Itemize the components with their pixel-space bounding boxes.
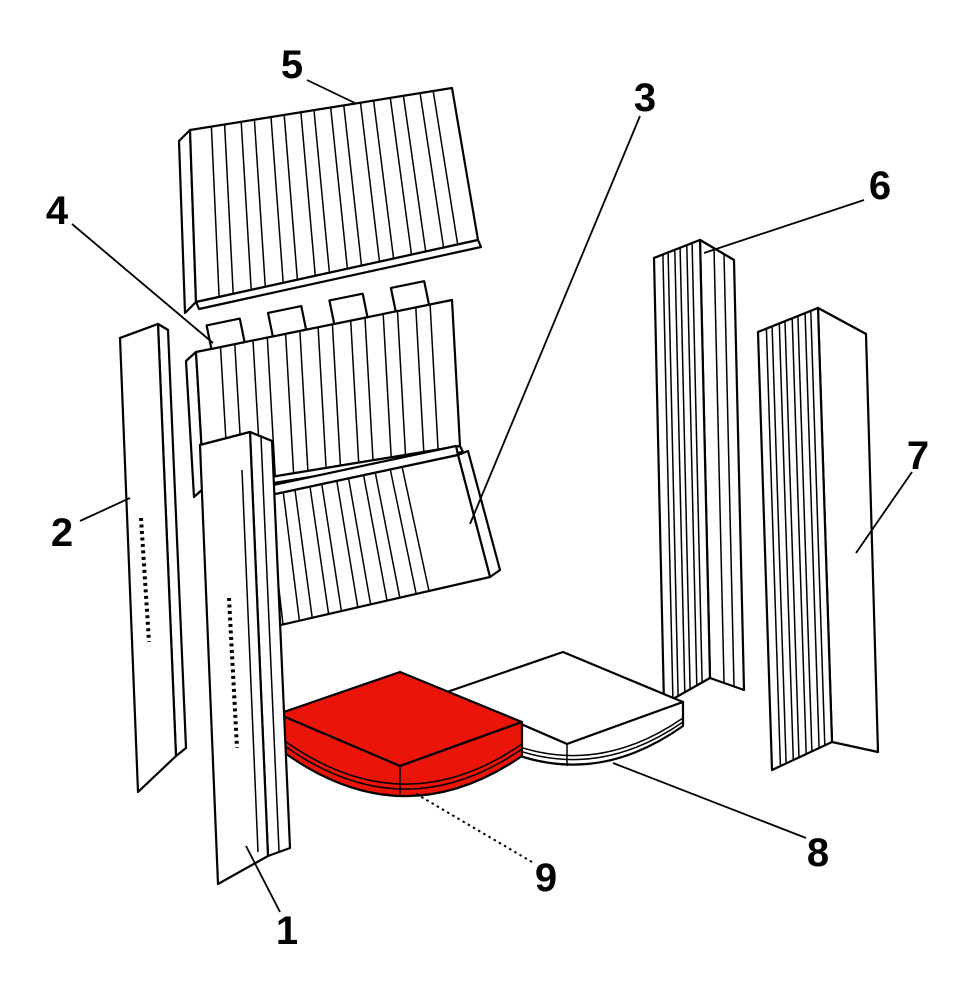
panel-face — [756, 306, 834, 772]
rib-line — [282, 492, 301, 621]
rib-line — [389, 97, 413, 255]
leader-line-8 — [612, 762, 807, 839]
panel-ribs — [210, 90, 459, 297]
part-7-ribbed-column — [756, 306, 880, 772]
rib-line — [765, 328, 782, 767]
rib-line — [679, 247, 691, 690]
part-label-2: 2 — [51, 511, 73, 555]
panel-tab — [205, 317, 246, 350]
leader-line-2 — [79, 497, 131, 522]
part-label-5: 5 — [281, 43, 303, 87]
panel-tab — [266, 305, 308, 338]
rib-line — [797, 315, 813, 752]
rib-line — [432, 90, 459, 245]
leader-line-1 — [245, 845, 281, 913]
part-6-ribbed-column — [652, 238, 746, 706]
rib-line — [299, 330, 309, 472]
rib-line — [284, 333, 295, 474]
part-5-ribbed-panel — [177, 86, 483, 315]
part-2-side-panel — [118, 322, 188, 794]
rib-line — [686, 245, 698, 686]
leader-line-7 — [855, 471, 913, 554]
leader-line-9 — [412, 791, 533, 863]
panel-ribs — [662, 243, 703, 700]
leader-line-4 — [71, 223, 214, 344]
rib-line — [429, 304, 439, 450]
leader-lines — [71, 79, 913, 913]
rib-line — [321, 483, 343, 612]
rib-line — [336, 480, 359, 608]
panel-bottom-face — [194, 238, 483, 311]
part-label-7: 7 — [907, 434, 929, 478]
rib-line — [343, 105, 363, 266]
part-9-bottom-plate-highlighted — [276, 670, 524, 798]
part-label-6: 6 — [869, 164, 891, 208]
rib-line — [791, 318, 807, 755]
rib-line — [372, 100, 395, 259]
rib-line — [210, 126, 220, 297]
rib-line — [674, 249, 686, 693]
rib-line — [401, 466, 430, 592]
panel-face — [652, 238, 712, 706]
embossed-marking — [139, 517, 151, 643]
panel-ribs — [765, 310, 826, 767]
rib-line — [402, 95, 427, 252]
embossed-marking — [227, 597, 239, 749]
part-label-8: 8 — [807, 831, 829, 875]
rib-line — [359, 102, 381, 262]
part-3-ribbed-panel — [234, 444, 502, 634]
rib-line — [771, 326, 787, 764]
rib-line — [784, 321, 800, 758]
rib-line — [662, 254, 674, 700]
rib-line — [713, 247, 725, 683]
rib-line — [329, 107, 349, 269]
rib-line — [309, 486, 330, 615]
part-labels: 5 4 3 6 2 7 1 8 9 — [46, 43, 929, 953]
rib-line — [253, 119, 267, 287]
rib-line — [362, 475, 388, 601]
part-label-1: 1 — [276, 909, 298, 953]
rib-line — [374, 472, 401, 598]
panel-tab — [389, 280, 431, 313]
rib-line — [347, 478, 372, 605]
leader-line-6 — [703, 199, 865, 254]
rib-line — [667, 252, 679, 697]
rib-line — [810, 310, 826, 746]
rib-line — [260, 436, 280, 852]
rib-line — [241, 469, 259, 853]
rib-line — [723, 253, 735, 687]
rib-line — [419, 92, 445, 248]
rib-line — [317, 327, 327, 469]
rib-line — [283, 114, 299, 280]
rib-line — [270, 116, 284, 283]
rib-line — [389, 469, 417, 595]
leader-line-5 — [306, 79, 358, 105]
rib-line — [266, 337, 277, 477]
rib-line — [313, 110, 331, 273]
part-label-9: 9 — [535, 856, 557, 900]
rib-line — [691, 243, 703, 683]
rib-line — [331, 324, 342, 466]
panel-tab — [328, 292, 369, 325]
leader-line-3 — [469, 115, 641, 525]
rib-line — [300, 112, 317, 276]
rib-line — [804, 313, 820, 749]
rib-line — [349, 320, 360, 463]
rib-line — [382, 313, 392, 458]
rib-line — [294, 489, 313, 618]
rib-line — [364, 317, 374, 461]
rib-line — [396, 311, 407, 455]
panel-face — [118, 322, 178, 794]
part-label-4: 4 — [46, 189, 69, 233]
rib-line — [415, 307, 425, 452]
rib-line — [778, 323, 795, 761]
part-1-side-panel — [198, 430, 292, 886]
rib-line — [240, 121, 252, 290]
part-label-3: 3 — [634, 76, 656, 120]
rib-line — [223, 124, 234, 294]
